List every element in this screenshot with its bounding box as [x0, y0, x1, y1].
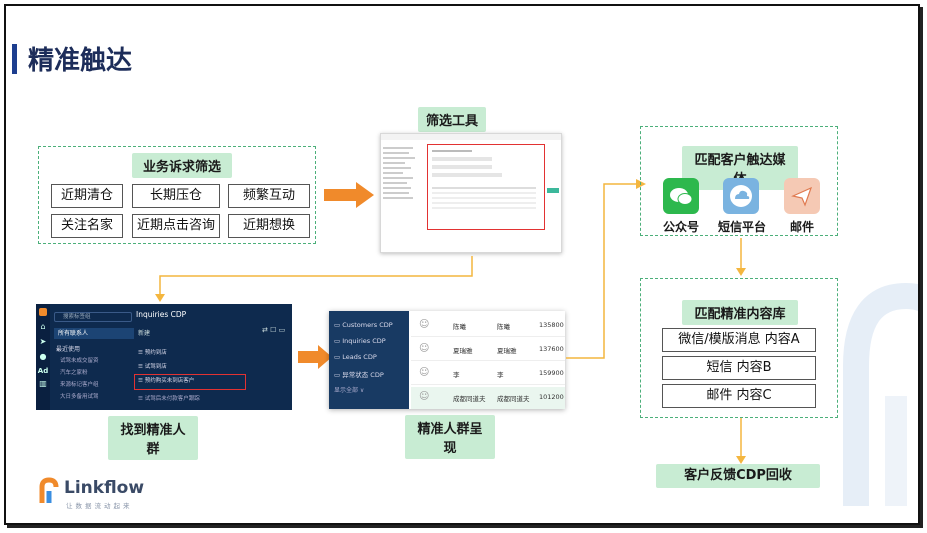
media-name: 短信平台 — [717, 220, 766, 234]
list-item[interactable]: ☰ 试驾后未付款客户跟踪 — [138, 396, 200, 402]
logo-name: Linkflow — [64, 478, 145, 498]
send-icon[interactable]: ➤ — [39, 337, 47, 346]
tree-panel — [383, 144, 423, 250]
app-logo-icon — [39, 308, 47, 316]
filter-tag[interactable]: 关注名家 — [51, 214, 123, 238]
tool-button[interactable] — [547, 188, 559, 193]
content-section-label: 匹配精准内容库 — [682, 300, 798, 325]
media-section — [640, 126, 838, 236]
table-row[interactable]: ☺ 夏瑞雅 夏瑞雅 137600 — [411, 339, 565, 361]
cell-phone: 101200 — [539, 393, 564, 401]
content-section — [640, 278, 838, 418]
table-row[interactable]: ☺ 李 李 159900 — [411, 363, 565, 385]
filter-tag[interactable]: 频繁互动 — [228, 184, 310, 208]
nav-item[interactable]: 试驾未成交留资 — [60, 358, 99, 364]
chart-icon[interactable]: ▥ — [39, 379, 47, 388]
filter-tag[interactable]: 长期压仓 — [132, 184, 220, 208]
folder-panel: ▭ Customers CDP ▭ Inquiries CDP ▭ Leads … — [329, 311, 409, 409]
filter-tool-screenshot — [380, 133, 562, 253]
folder-item[interactable]: ▭ Inquiries CDP — [334, 337, 386, 345]
find-crowd-label: 找到精准人群 — [108, 416, 198, 460]
avatar-icon: ☺ — [419, 391, 430, 402]
content-item[interactable]: 短信 内容B — [662, 356, 816, 380]
list-item[interactable]: ☰ 试驾到店 — [138, 364, 167, 370]
filter-tag[interactable]: 近期点击咨询 — [132, 214, 220, 238]
cell-name: 陈曦 — [497, 323, 510, 331]
cell-phone: 159900 — [539, 369, 564, 377]
table-row[interactable]: ☺ 成都同道夫 成都同道夫 101200 — [411, 387, 565, 409]
nav-item[interactable]: 汽车之家粉 — [60, 370, 88, 376]
folder-item[interactable]: ▭ Customers CDP — [334, 321, 393, 329]
watermark-logo-icon — [843, 282, 918, 506]
linkflow-logo-icon — [36, 477, 60, 505]
user-icon[interactable]: ● — [39, 352, 47, 361]
show-all-link[interactable]: 显示全部 ∨ — [334, 387, 365, 394]
filter-tag[interactable]: 近期想换 — [228, 214, 310, 238]
title-accent-bar — [12, 44, 17, 74]
cell-name: 夏瑞雅 — [497, 347, 517, 355]
connector-line — [566, 179, 646, 359]
filter-tool-label: 筛选工具 — [418, 107, 486, 132]
paper-plane-icon[interactable] — [784, 178, 820, 214]
content-item[interactable]: 邮件 内容C — [662, 384, 816, 408]
avatar-icon: ☺ — [419, 367, 430, 378]
list-item[interactable]: ☰ 预约到店 — [138, 350, 167, 356]
cell-name: 李 — [497, 371, 504, 379]
crowd-app-screenshot: ⌂ ➤ ● Ad ▥ 搜索标签组 所有联系人 最近使用 试驾未成交留资 汽车之家… — [36, 304, 292, 410]
icon-rail: ⌂ ➤ ● Ad ▥ — [36, 304, 50, 410]
crowd-display-label: 精准人群呈现 — [405, 415, 495, 459]
filter-tag[interactable]: 近期清仓 — [51, 184, 123, 208]
media-name: 公众号 — [662, 220, 699, 234]
filter-section — [38, 146, 316, 244]
cell-name: 李 — [453, 371, 460, 379]
arrow-down-icon — [736, 418, 746, 464]
media-name: 邮件 — [789, 220, 814, 234]
cell-name: 成都同道夫 — [497, 395, 530, 403]
cell-name: 陈曦 — [453, 323, 466, 331]
avatar-icon: ☺ — [419, 343, 430, 354]
toolbar-icons[interactable]: ⇄ ☐ ▭ — [262, 326, 286, 334]
filter-section-label: 业务诉求筛选 — [132, 153, 232, 178]
filter-highlight-box — [427, 144, 545, 230]
selection-highlight-box — [134, 374, 246, 390]
logo-tagline: 让数据流动起来 — [66, 502, 133, 510]
table-row[interactable]: ☺ 陈曦 陈曦 135800 — [411, 315, 565, 337]
cell-name: 成都同道夫 — [453, 395, 486, 403]
folder-item[interactable]: ▭ Leads CDP — [334, 353, 377, 361]
app-title: Inquiries CDP — [136, 310, 187, 319]
folder-item[interactable]: ▭ 异常状态 CDP — [334, 371, 384, 379]
nav-item[interactable]: 最近使用 — [56, 346, 81, 353]
cell-name: 夏瑞雅 — [453, 347, 473, 355]
cell-phone: 137600 — [539, 345, 564, 353]
nav-item[interactable]: 来源标记客户组 — [60, 382, 99, 388]
connector-line — [155, 256, 473, 302]
arrow-right-icon — [324, 182, 374, 208]
ad-icon[interactable]: Ad — [37, 367, 49, 375]
home-icon[interactable]: ⌂ — [40, 322, 46, 331]
new-button[interactable]: 新建 — [138, 330, 151, 337]
search-input[interactable]: 搜索标签组 — [54, 312, 132, 322]
cloud-icon[interactable] — [723, 178, 759, 214]
arrow-right-icon — [298, 345, 332, 369]
window-titlebar — [381, 134, 561, 140]
feedback-label: 客户反馈CDP回收 — [656, 464, 820, 488]
list-item-highlighted[interactable]: ☰ 预约购买未到店客户 — [138, 378, 195, 384]
wechat-icon[interactable] — [663, 178, 699, 214]
cell-phone: 135800 — [539, 321, 564, 329]
slide: 精准触达 业务诉求筛选 近期清仓 长期压仓 频繁互动 关注名家 近期点击咨询 近… — [4, 4, 920, 525]
nav-item[interactable]: 大日多备用试驾 — [60, 394, 99, 400]
nav-item-all-contacts[interactable]: 所有联系人 — [54, 328, 134, 339]
page-title: 精准触达 — [28, 46, 133, 76]
avatar-icon: ☺ — [419, 319, 430, 330]
arrow-down-icon — [736, 238, 746, 276]
content-item[interactable]: 微信/模版消息 内容A — [662, 328, 816, 352]
crowd-display-screenshot: ▭ Customers CDP ▭ Inquiries CDP ▭ Leads … — [329, 311, 565, 409]
